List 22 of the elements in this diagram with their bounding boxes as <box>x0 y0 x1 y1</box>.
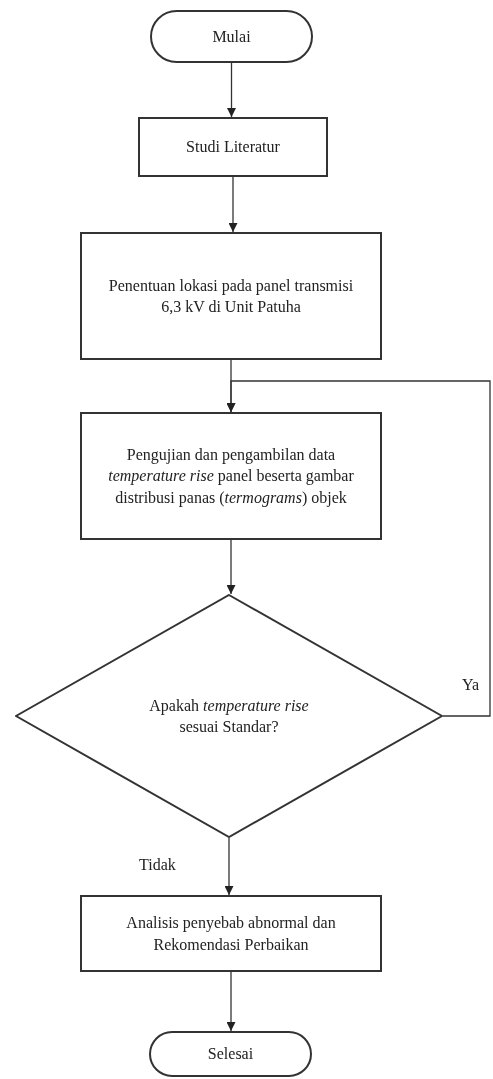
node-text: Selesai <box>206 1044 255 1065</box>
node-text: Apakah temperature rise sesuai Standar? <box>148 695 310 737</box>
process-box <box>138 117 328 177</box>
arrow <box>226 971 236 1032</box>
node-text: Penentuan lokasi pada panel transmisi 6,3 kV di Unit Patuha <box>107 275 355 317</box>
arrow <box>227 62 236 118</box>
edge-label: Ya <box>462 676 480 694</box>
decision-diamond <box>15 594 443 838</box>
arrow <box>226 380 491 717</box>
arrow <box>226 539 236 595</box>
node-text: Mulai <box>211 26 252 47</box>
node-text: Analisis penyebab abnormal dan Rekomendasi Perbaikan <box>125 913 337 955</box>
node-text: Pengujian dan pengambilan data temperature rise panel beserta gambar distribusi panas (termograms) objek <box>107 445 355 508</box>
arrow <box>224 837 234 896</box>
process-box <box>80 232 382 360</box>
process-box <box>80 895 382 972</box>
terminal-shape <box>150 10 313 63</box>
process-box <box>80 412 382 540</box>
arrow <box>228 176 238 233</box>
node-text: Studi Literatur <box>185 137 281 158</box>
edge-label: Tidak <box>139 856 176 874</box>
terminal-shape <box>149 1031 312 1077</box>
